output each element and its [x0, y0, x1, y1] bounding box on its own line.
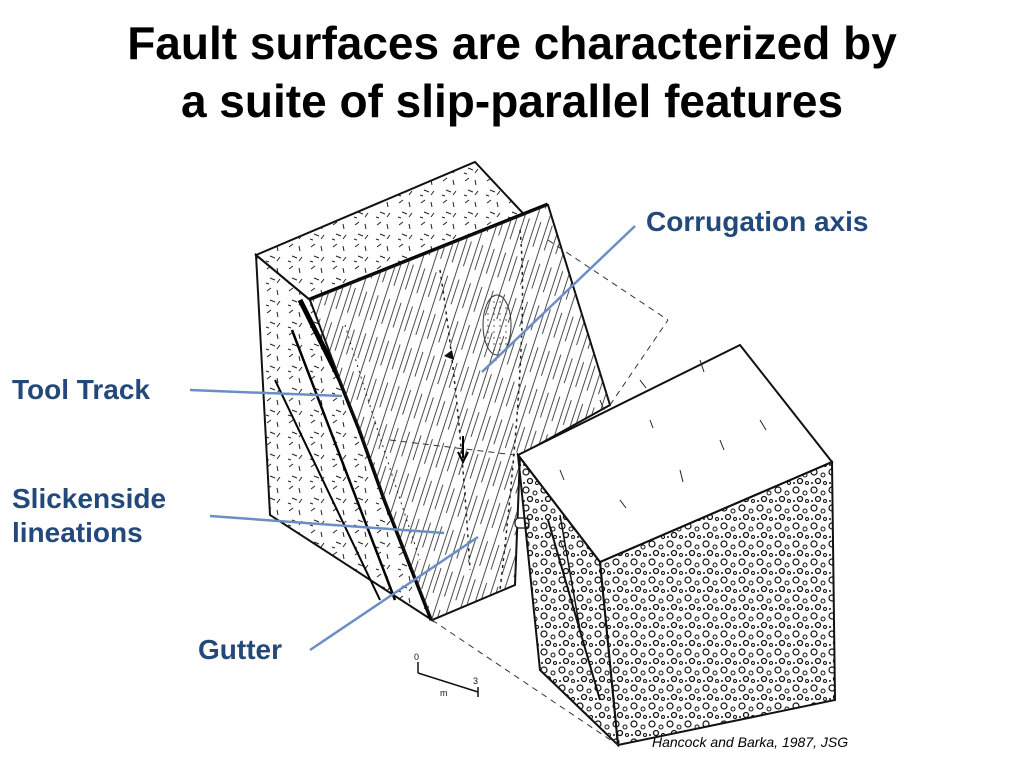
scale-max: 3: [473, 676, 478, 686]
corrugation-axis-label: Corrugation axis: [646, 206, 869, 237]
gutter-label: Gutter: [198, 634, 282, 665]
slickenside-leader: [209, 514, 445, 535]
source-credit: Hancock and Barka, 1987, JSG: [652, 734, 849, 750]
leader-lines: [189, 225, 636, 652]
scale-bar: 0 m 3: [414, 652, 479, 698]
corrugation-axis-leader: [481, 225, 636, 373]
dashed-outline: [389, 239, 669, 746]
slickenside-label-line2: lineations: [12, 517, 143, 548]
slickenside-label: Slickenside lineations: [12, 482, 166, 550]
hangingwall-block: [516, 343, 837, 748]
fault-surface: [308, 203, 612, 622]
tool-track-label: Tool Track: [12, 374, 150, 405]
gutter-leader: [309, 535, 479, 652]
slide-title: Fault surfaces are characterized by a su…: [0, 14, 1024, 130]
scale-zero: 0: [414, 652, 419, 662]
tool-track-leader: [189, 388, 343, 398]
slickenside-label-line1: Slickenside: [12, 483, 167, 514]
title-line-2: a suite of slip-parallel features: [180, 75, 844, 127]
title-line-1: Fault surfaces are characterized by: [127, 17, 897, 69]
scale-unit: m: [440, 688, 448, 698]
